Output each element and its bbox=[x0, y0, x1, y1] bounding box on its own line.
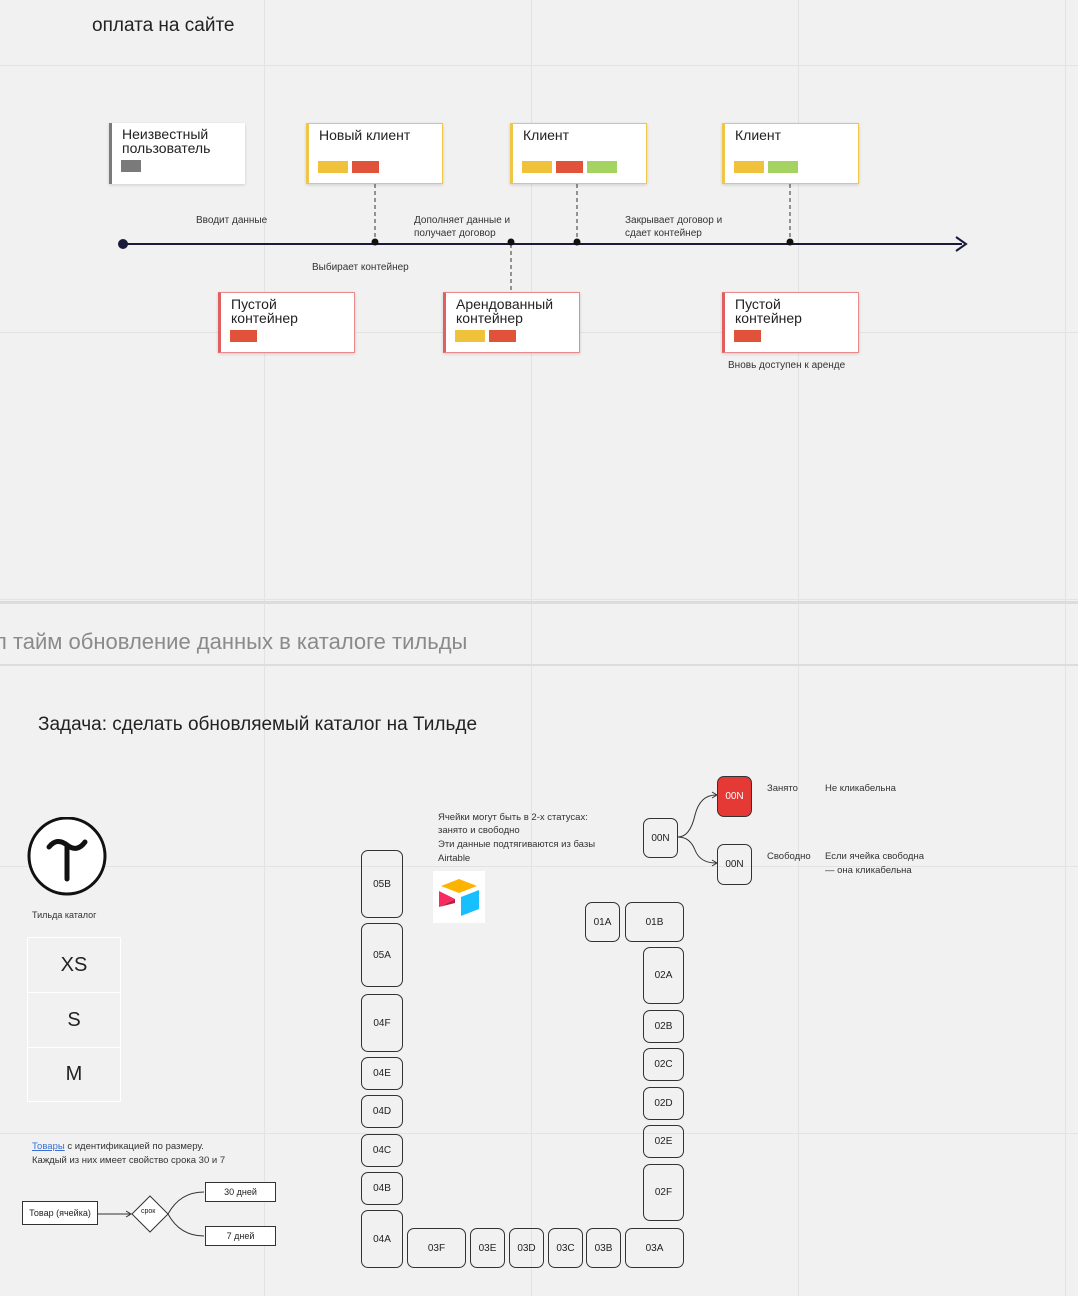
tilda-logo-icon bbox=[27, 817, 107, 896]
card-label: Пустой контейнер bbox=[231, 296, 298, 326]
cell-04f[interactable]: 04F bbox=[361, 994, 403, 1052]
days-7-box: 7 дней bbox=[205, 1226, 276, 1246]
term-diamond-label: срок bbox=[141, 1208, 156, 1215]
status-note-line-4: Airtable bbox=[438, 853, 471, 864]
busy-desc: Не кликабельна bbox=[825, 783, 896, 794]
status-swatch-red bbox=[734, 330, 761, 342]
status-swatch-yellow bbox=[318, 161, 348, 173]
size-cell-s[interactable]: S bbox=[27, 992, 121, 1048]
goods-flow-diagram bbox=[98, 1191, 205, 1237]
status-swatch-red bbox=[556, 161, 583, 173]
cell-02e[interactable]: 02E bbox=[643, 1125, 684, 1158]
cell-04d[interactable]: 04D bbox=[361, 1095, 403, 1128]
status-swatch-red bbox=[489, 330, 516, 342]
tilda-caption: Тильда каталог bbox=[32, 910, 97, 920]
status-note-line-1: Ячейки могут быть в 2-х статусах: bbox=[438, 812, 588, 823]
airtable-logo-icon bbox=[433, 871, 485, 923]
cell-05a[interactable]: 05A bbox=[361, 923, 403, 987]
status-swatch-yellow bbox=[734, 161, 764, 173]
status-swatch-yellow bbox=[522, 161, 552, 173]
cell-03d[interactable]: 03D bbox=[509, 1228, 544, 1268]
status-root-cell: 00N bbox=[643, 818, 678, 858]
card-unknown-user[interactable]: Неизвестный пользователь bbox=[109, 123, 245, 184]
card-client-2[interactable]: Клиент bbox=[722, 123, 859, 184]
cell-02a[interactable]: 02A bbox=[643, 947, 684, 1004]
event-completes-data-1: Дополняет данные и bbox=[414, 215, 511, 226]
status-swatch-red bbox=[352, 161, 379, 173]
timeline-point-2 bbox=[507, 238, 515, 246]
event-closes-contract-2: сдает контейнер bbox=[625, 228, 702, 239]
event-available-again: Вновь доступен к аренде bbox=[728, 360, 846, 371]
cell-03f[interactable]: 03F bbox=[407, 1228, 466, 1268]
status-busy-cell: 00N bbox=[717, 776, 752, 817]
cell-01a[interactable]: 01A bbox=[585, 902, 620, 942]
free-desc-2: — она кликабельна bbox=[825, 865, 912, 876]
card-label: Неизвестный пользователь bbox=[122, 126, 211, 156]
cell-01b[interactable]: 01B bbox=[625, 902, 684, 942]
timeline-point-1 bbox=[371, 238, 379, 246]
card-label: Арендованный контейнер bbox=[456, 296, 554, 326]
card-empty-container-2[interactable]: Пустой контейнер bbox=[722, 292, 859, 353]
task-title: Задача: сделать обновляемый каталог на Т… bbox=[38, 714, 478, 735]
status-swatch-gray bbox=[121, 160, 141, 172]
status-swatch-red bbox=[230, 330, 257, 342]
cell-03b[interactable]: 03B bbox=[586, 1228, 621, 1268]
free-desc-1: Если ячейка свободна bbox=[825, 851, 925, 862]
item-box: Товар (ячейка) bbox=[22, 1201, 98, 1225]
cell-05b[interactable]: 05B bbox=[361, 850, 403, 918]
goods-note-line-2: Каждый из них имеет свойство срока 30 и … bbox=[32, 1155, 226, 1166]
cell-02f[interactable]: 02F bbox=[643, 1164, 684, 1221]
card-label: Клиент bbox=[735, 127, 782, 143]
card-label: Пустой контейнер bbox=[735, 296, 802, 326]
cell-03c[interactable]: 03C bbox=[548, 1228, 583, 1268]
cell-03e[interactable]: 03E bbox=[470, 1228, 505, 1268]
section-title-realtime: л тайм обновление данных в каталоге тиль… bbox=[0, 629, 468, 654]
status-swatch-green bbox=[587, 161, 617, 173]
goods-link[interactable]: Товары bbox=[32, 1141, 65, 1152]
event-chooses-container: Выбирает контейнер bbox=[312, 262, 409, 273]
timeline-point-3 bbox=[573, 238, 581, 246]
status-free-cell[interactable]: 00N bbox=[717, 844, 752, 885]
timeline-point-4 bbox=[786, 238, 794, 246]
cell-04a[interactable]: 04A bbox=[361, 1210, 403, 1268]
section-title-payment: оплата на сайте bbox=[92, 15, 235, 36]
cell-04b[interactable]: 04B bbox=[361, 1172, 403, 1205]
size-cell-m[interactable]: M bbox=[27, 1047, 121, 1102]
timeline-start-dot bbox=[118, 239, 128, 249]
card-rented-container[interactable]: Арендованный контейнер bbox=[443, 292, 580, 353]
card-client-1[interactable]: Клиент bbox=[510, 123, 647, 184]
status-note-line-3: Эти данные подтягиваются из базы bbox=[438, 839, 596, 850]
card-label: Клиент bbox=[523, 127, 570, 143]
timeline-arrowhead bbox=[955, 236, 968, 252]
status-swatch-green bbox=[768, 161, 798, 173]
busy-label: Занято bbox=[767, 783, 798, 794]
days-30-box: 30 дней bbox=[205, 1182, 276, 1202]
cell-04e[interactable]: 04E bbox=[361, 1057, 403, 1090]
event-enters-data: Вводит данные bbox=[196, 215, 268, 226]
event-closes-contract-1: Закрывает договор и bbox=[625, 215, 723, 226]
timeline-diagram bbox=[118, 184, 968, 293]
card-label: Новый клиент bbox=[319, 127, 411, 143]
cell-02c[interactable]: 02C bbox=[643, 1048, 684, 1081]
event-completes-data-2: получает договор bbox=[414, 228, 496, 239]
goods-note-line-1: Товары с идентификацией по размеру. bbox=[32, 1141, 204, 1152]
card-empty-container-1[interactable]: Пустой контейнер bbox=[218, 292, 355, 353]
cell-04c[interactable]: 04C bbox=[361, 1134, 403, 1167]
cell-03a[interactable]: 03A bbox=[625, 1228, 684, 1268]
section-divider-bottom bbox=[0, 664, 1078, 666]
size-cell-xs[interactable]: XS bbox=[27, 937, 121, 993]
status-swatch-yellow bbox=[455, 330, 485, 342]
card-new-client[interactable]: Новый клиент bbox=[306, 123, 443, 184]
free-label: Свободно bbox=[767, 851, 811, 862]
status-note-line-2: занято и свободно bbox=[438, 825, 520, 836]
section-divider-top bbox=[0, 601, 1078, 604]
cell-02d[interactable]: 02D bbox=[643, 1087, 684, 1120]
cell-02b[interactable]: 02B bbox=[643, 1010, 684, 1043]
